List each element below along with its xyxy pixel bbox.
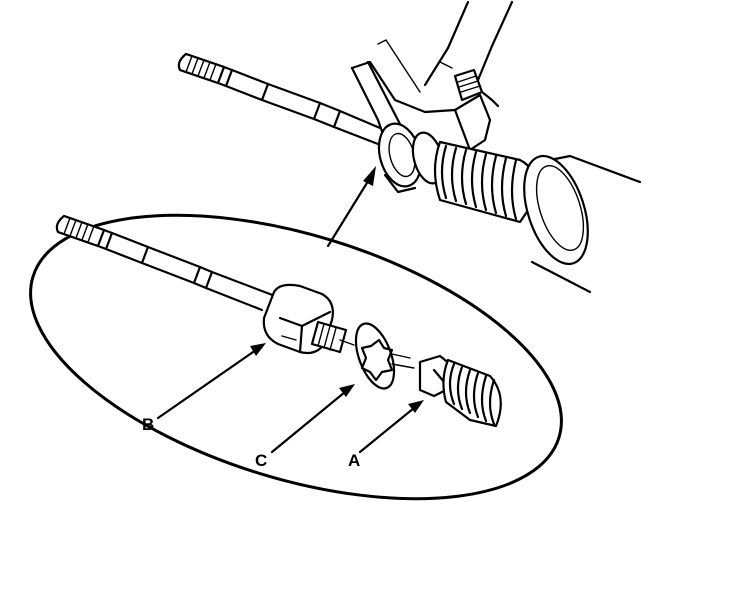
label-b: B bbox=[142, 415, 154, 434]
lower-bellows bbox=[418, 354, 502, 428]
lock-washer bbox=[339, 322, 415, 390]
install-arrow bbox=[326, 166, 376, 248]
leader-b bbox=[156, 343, 266, 420]
installed-assembly bbox=[177, 0, 642, 294]
detail-oval bbox=[29, 213, 563, 501]
installed-lock-washer bbox=[377, 122, 445, 194]
bracket-connector bbox=[453, 68, 500, 108]
rack-end bbox=[262, 283, 348, 355]
lower-tie-rod bbox=[55, 214, 277, 312]
installed-bellows bbox=[433, 140, 538, 224]
mounting-bracket bbox=[350, 0, 514, 152]
label-c: C bbox=[255, 451, 267, 470]
upper-tie-rod bbox=[177, 52, 382, 146]
exploded-view bbox=[29, 213, 563, 501]
leader-a bbox=[358, 400, 424, 454]
gearbox-housing bbox=[523, 154, 642, 294]
leader-c bbox=[270, 384, 355, 454]
label-a: A bbox=[348, 451, 360, 470]
